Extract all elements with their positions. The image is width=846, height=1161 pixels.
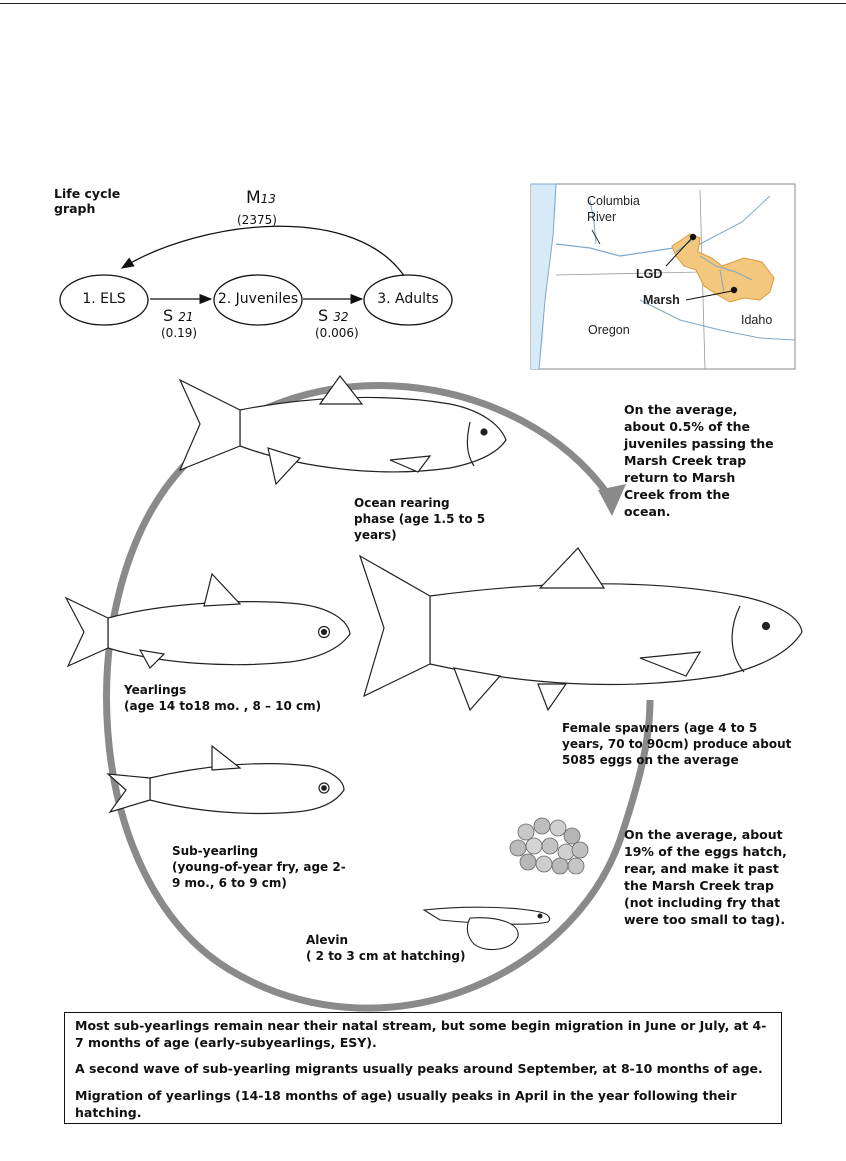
- migration-note-3: Migration of yearlings (14-18 months of …: [75, 1088, 737, 1120]
- yearling-fish-illustration: [64, 572, 351, 669]
- els-node: [59, 274, 149, 326]
- return-rate-note: On the average, about 0.5% of the juveni…: [624, 402, 774, 519]
- map-label-lgd: LGD: [636, 267, 663, 281]
- m13-label: M13: [246, 188, 276, 208]
- alevin-illustration: [422, 906, 551, 951]
- ocean-fish-illustration: [178, 374, 507, 486]
- yearlings-caption: Yearlings (age 14 to18 mo. , 8 – 10 cm): [124, 683, 322, 713]
- marsh-marker: [730, 286, 738, 294]
- spawner-fish-illustration: [358, 547, 803, 712]
- m13-value: (2375): [237, 213, 277, 227]
- subyearling-caption: Sub-yearling (young-of-year fry, age 2- …: [172, 844, 346, 890]
- ocean-rearing-caption: Ocean rearing phase (age 1.5 to 5 years): [354, 496, 486, 542]
- subyearling-fish-illustration: [106, 744, 345, 815]
- map-label-oregon: Oregon: [588, 323, 630, 337]
- map-label-columbia: Columbia: [587, 194, 640, 208]
- migration-note-1: Most sub-yearlings remain near their nat…: [75, 1018, 767, 1050]
- m13-arc-arrow: [120, 225, 409, 283]
- els-node-label: 1. ELS: [82, 291, 126, 307]
- cycle-arrowhead: [598, 484, 626, 516]
- adults-node-label: 3. Adults: [377, 291, 439, 307]
- s32-value: (0.006): [315, 326, 359, 340]
- juveniles-node: [213, 274, 303, 326]
- map-label-river: River: [587, 210, 617, 224]
- egg-survival-note: On the average, about 19% of the eggs ha…: [624, 827, 787, 927]
- alevin-caption: Alevin ( 2 to 3 cm at hatching): [306, 933, 466, 963]
- migration-notes-box: Most sub-yearlings remain near their nat…: [64, 1012, 782, 1124]
- s21-label: S 21: [163, 306, 194, 325]
- life-cycle-graph-title: Life cycle graph: [54, 186, 121, 216]
- adults-node: [363, 274, 453, 326]
- map-label-marsh: Marsh: [643, 293, 680, 307]
- juveniles-node-label: 2. Juveniles: [217, 291, 299, 307]
- migration-note-2: A second wave of sub-yearling migrants u…: [75, 1061, 763, 1076]
- map-label-idaho: Idaho: [741, 313, 773, 327]
- s32-label: S 32: [318, 306, 349, 325]
- map-inset: [530, 183, 796, 370]
- lgd-marker: [689, 233, 697, 241]
- spawners-caption: Female spawners (age 4 to 5 years, 70 to…: [562, 721, 792, 767]
- s21-value: (0.19): [161, 326, 198, 340]
- top-rule: [0, 3, 846, 4]
- eggs-illustration: [509, 817, 589, 875]
